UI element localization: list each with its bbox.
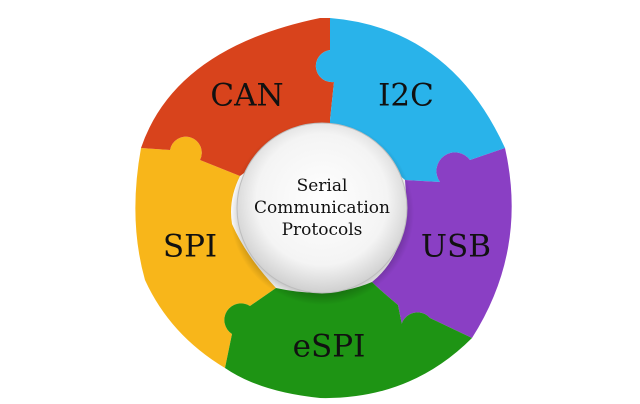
label-espi: eSPI bbox=[292, 328, 366, 365]
center-title-line-1: Serial bbox=[296, 176, 348, 196]
label-spi: SPI bbox=[162, 228, 218, 265]
segment-spi-shape bbox=[135, 136, 276, 368]
label-usb: USB bbox=[420, 228, 492, 265]
center-title-line-3: Protocols bbox=[281, 220, 363, 240]
segment-spi bbox=[135, 136, 276, 368]
segment-espi bbox=[224, 282, 472, 399]
center-title: Serial Communication Protocols bbox=[247, 175, 397, 241]
label-can: CAN bbox=[210, 77, 284, 114]
hub-circle bbox=[236, 122, 408, 294]
segment-espi-shape bbox=[224, 282, 472, 399]
label-i2c: I2C bbox=[378, 77, 434, 114]
center-title-line-2: Communication bbox=[254, 198, 390, 218]
